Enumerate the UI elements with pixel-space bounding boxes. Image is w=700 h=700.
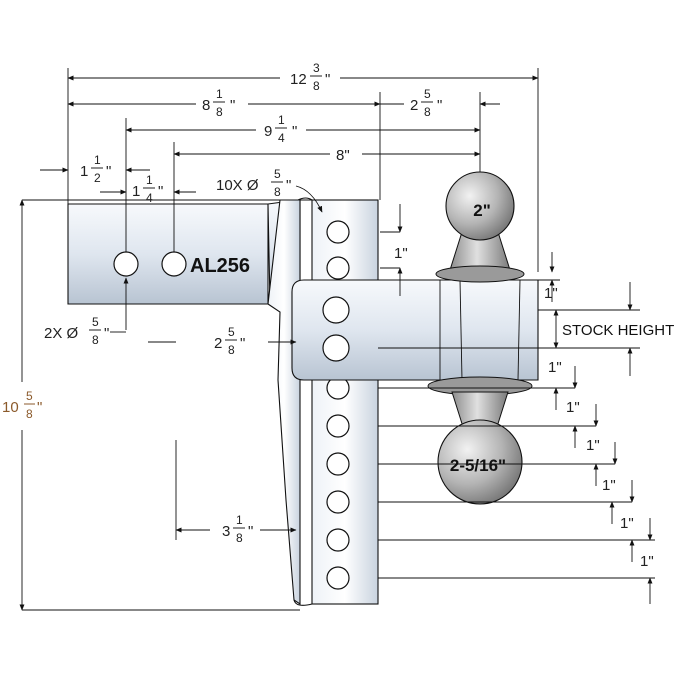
svg-text:8: 8 xyxy=(216,105,223,119)
svg-text:8: 8 xyxy=(202,97,210,114)
svg-text:": " xyxy=(325,71,330,88)
ball-top-label: 2" xyxy=(473,201,491,220)
column-hole xyxy=(326,220,350,244)
svg-text:5: 5 xyxy=(274,167,281,181)
column-hole xyxy=(326,566,350,590)
dimension-lines xyxy=(19,75,653,611)
svg-text:": " xyxy=(158,183,163,200)
ball-2-inch: 2" xyxy=(435,171,525,283)
step-label: 1" xyxy=(566,399,580,416)
svg-text:": " xyxy=(286,177,291,194)
svg-text:1: 1 xyxy=(146,173,153,187)
svg-text:1: 1 xyxy=(80,163,88,180)
svg-text:2: 2 xyxy=(214,335,222,352)
svg-text:2: 2 xyxy=(410,97,418,114)
svg-text:": " xyxy=(437,97,442,114)
svg-text:8: 8 xyxy=(313,79,320,93)
dim-shank-holes: 2X Ø 5 8 " xyxy=(44,315,109,347)
dim-second-hole-to-ball: 8" xyxy=(336,147,350,164)
svg-text:3: 3 xyxy=(222,523,230,540)
svg-text:": " xyxy=(37,399,42,416)
svg-text:": " xyxy=(230,97,235,114)
svg-text:": " xyxy=(104,325,109,342)
dim-overall-height: 10 5 8 " xyxy=(2,389,42,421)
svg-text:2: 2 xyxy=(94,171,101,185)
svg-text:1: 1 xyxy=(278,113,285,127)
dim-overall-width: 12 3 8 " xyxy=(290,61,330,93)
svg-text:1: 1 xyxy=(216,87,223,101)
dim-hole-spacing: 1 1 4 " xyxy=(132,173,163,205)
dim-shank-drop-width: 2 5 8 " xyxy=(214,325,245,357)
ball-bottom-label: 2-5/16" xyxy=(450,456,506,475)
step-label: 1" xyxy=(394,245,408,262)
drop-leg xyxy=(267,199,301,606)
svg-text:10X Ø: 10X Ø xyxy=(216,177,259,194)
hitch-body: AL256 2" 2- xyxy=(67,171,539,606)
column-hole xyxy=(326,256,350,280)
svg-text:1: 1 xyxy=(236,513,243,527)
svg-text:1: 1 xyxy=(132,183,140,200)
dimension-labels: 12 3 8 " 8 1 8 " 2 5 8 " 9 1 4 " xyxy=(2,61,674,570)
dim-ball-offset: 2 5 8 " xyxy=(410,87,442,119)
dim-shank-end-to-hole: 1 1 2 " xyxy=(80,153,111,185)
svg-text:2X Ø: 2X Ø xyxy=(44,325,79,342)
svg-text:3: 3 xyxy=(313,61,320,75)
platform-hole xyxy=(322,334,350,362)
shank-hole-1 xyxy=(113,251,139,277)
platform-hole xyxy=(322,296,350,324)
dim-shank-to-drop: 3 1 8 " xyxy=(222,513,253,545)
svg-text:8: 8 xyxy=(274,185,281,199)
extension-lines xyxy=(22,68,655,611)
svg-text:4: 4 xyxy=(146,191,153,205)
svg-text:5: 5 xyxy=(26,389,33,403)
svg-text:8: 8 xyxy=(228,343,235,357)
dim-shank-to-ball: 8 1 8 " xyxy=(202,87,235,119)
ball-2-5-16-inch: 2-5/16" xyxy=(427,376,533,505)
svg-text:1: 1 xyxy=(94,153,101,167)
step-label: 1" xyxy=(586,437,600,454)
svg-text:9: 9 xyxy=(264,123,272,140)
svg-text:8: 8 xyxy=(236,531,243,545)
dim-first-hole-to-ball: 9 1 4 " xyxy=(264,113,297,145)
step-label: 1" xyxy=(602,477,616,494)
column-hole xyxy=(326,528,350,552)
shank-hole-2 xyxy=(161,251,187,277)
svg-text:": " xyxy=(248,523,253,540)
svg-text:8: 8 xyxy=(424,105,431,119)
column-hole xyxy=(326,490,350,514)
stock-height-label: STOCK HEIGHT xyxy=(562,322,674,339)
svg-text:12: 12 xyxy=(290,71,307,88)
column-hole xyxy=(326,452,350,476)
svg-text:10: 10 xyxy=(2,399,19,416)
dim-rise-holes: 10X Ø 5 8 " xyxy=(216,167,291,199)
svg-text:5: 5 xyxy=(228,325,235,339)
svg-text:": " xyxy=(240,335,245,352)
svg-text:8: 8 xyxy=(92,333,99,347)
step-label: 1" xyxy=(620,515,634,532)
svg-text:": " xyxy=(106,163,111,180)
step-label: 1" xyxy=(544,285,558,302)
svg-text:8: 8 xyxy=(26,407,33,421)
column-hole xyxy=(326,414,350,438)
height-step-labels: 1" 1" 1" 1" 1" 1" 1" 1" xyxy=(394,245,654,570)
step-label: 1" xyxy=(640,553,654,570)
step-label: 1" xyxy=(548,359,562,376)
column-holes xyxy=(326,220,350,590)
svg-text:5: 5 xyxy=(92,315,99,329)
part-label: AL256 xyxy=(190,255,250,277)
ball-mount-platform xyxy=(291,279,539,381)
svg-text:": " xyxy=(292,123,297,140)
svg-text:5: 5 xyxy=(424,87,431,101)
svg-text:4: 4 xyxy=(278,131,285,145)
